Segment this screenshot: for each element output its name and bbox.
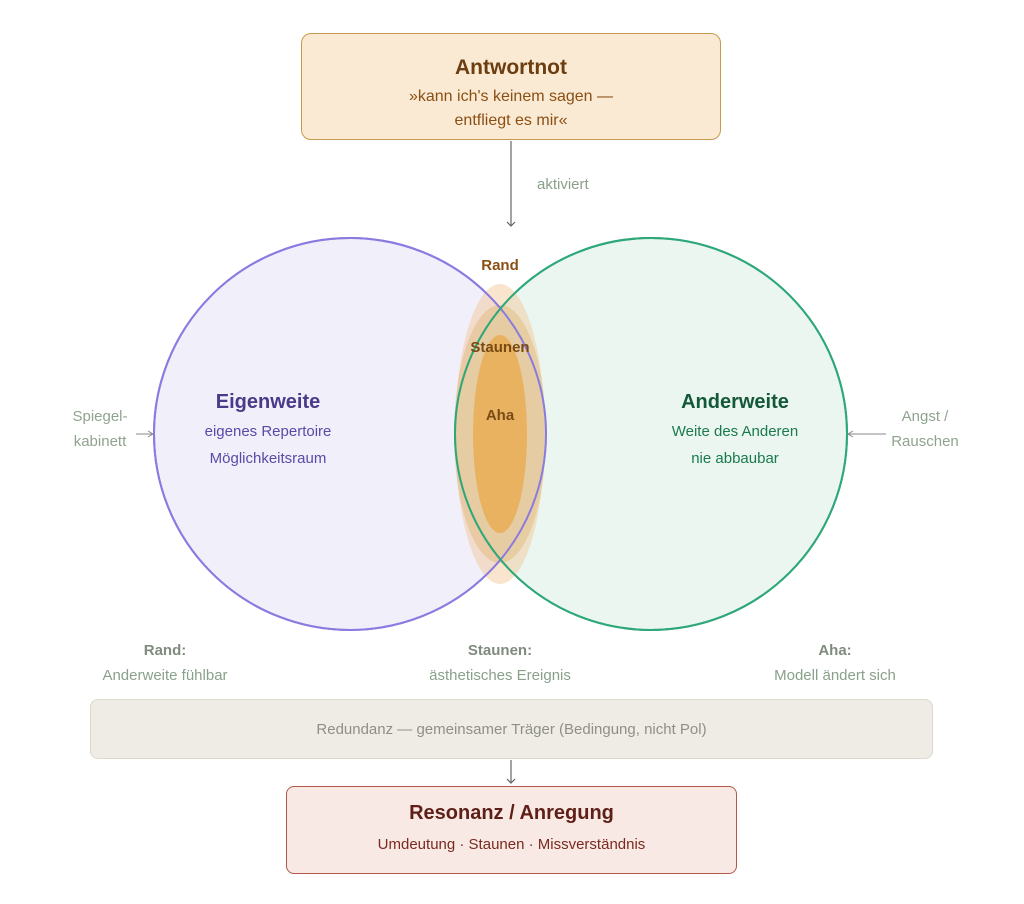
resonanz-subtitle: Umdeutung · Staunen · Missverständnis — [377, 836, 646, 853]
antwortnot-box — [301, 33, 721, 140]
side-label-right-line-2: Rauschen — [891, 433, 959, 450]
anderweite-line-2: nie abbaubar — [691, 450, 779, 467]
eigenweite-title: Eigenweite — [215, 391, 321, 413]
legend-rand-title: Rand: — [143, 642, 187, 659]
overlap-label-rand: Rand — [481, 257, 519, 274]
legend-aha-text: Modell ändert sich — [774, 667, 896, 684]
legend-staunen-text: ästhetisches Ereignis — [429, 667, 571, 684]
antwortnot-quote-line-2: entfliegt es mir« — [454, 112, 568, 129]
legend-aha-title: Aha: — [818, 642, 852, 659]
redundanz-text: Redundanz — gemeinsamer Träger (Bedingun… — [316, 721, 707, 738]
arrow-label-aktiviert: aktiviert — [537, 176, 589, 193]
side-label-left-line-1: Spiegel- — [72, 408, 128, 425]
legend-rand-text: Anderweite fühlbar — [102, 667, 228, 684]
eigenweite-line-2: Möglichkeitsraum — [209, 450, 327, 467]
side-label-left-line-2: kabinett — [73, 433, 127, 450]
anderweite-line-1: Weite des Anderen — [671, 423, 799, 440]
legend-staunen-title: Staunen: — [467, 642, 533, 659]
overlap-label-staunen: Staunen — [470, 339, 530, 356]
antwortnot-title: Antwortnot — [455, 56, 567, 79]
resonanz-title: Resonanz / Anregung — [409, 802, 614, 824]
overlap-label-aha: Aha — [485, 407, 515, 424]
antwortnot-quote-line-1: »kann ich's keinem sagen — — [408, 88, 614, 105]
side-label-right-line-1: Angst / — [901, 408, 949, 425]
redundanz-box — [90, 699, 933, 759]
anderweite-title: Anderweite — [681, 391, 789, 413]
eigenweite-line-1: eigenes Repertoire — [204, 423, 332, 440]
resonanz-box — [286, 786, 737, 874]
aha-ellipse — [473, 335, 527, 533]
